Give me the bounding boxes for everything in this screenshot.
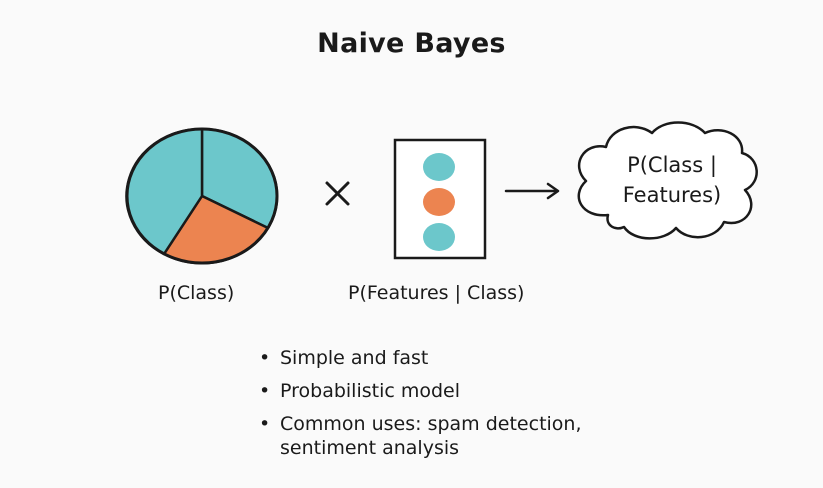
posterior-label: P(Class | Features)	[582, 150, 762, 210]
feature-dot-orange	[423, 188, 455, 216]
list-item: • Common uses: spam detection, sentiment…	[258, 412, 582, 460]
likelihood-label: P(Features | Class)	[348, 282, 525, 304]
feature-dot-teal-bottom	[423, 223, 455, 251]
pie-chart-icon	[125, 127, 279, 265]
bullet-icon: •	[259, 347, 271, 369]
posterior-line-2: Features)	[622, 183, 722, 207]
bullet-icon: •	[259, 413, 271, 435]
bullet-icon: •	[259, 380, 271, 402]
arrow-right-icon	[504, 182, 560, 200]
feature-dot-teal-top	[423, 153, 455, 181]
bullet-text-line-1: Common uses: spam detection,	[280, 413, 582, 435]
bullet-text-line-2: sentiment analysis	[280, 437, 460, 459]
bullet-text: Probabilistic model	[280, 380, 461, 402]
multiply-icon	[325, 181, 350, 206]
cloud-icon	[577, 121, 758, 240]
list-item: • Simple and fast	[258, 346, 582, 370]
bullet-list: • Simple and fast • Probabilistic model …	[258, 346, 582, 469]
list-item: • Probabilistic model	[258, 379, 582, 403]
prior-label: P(Class)	[158, 282, 235, 304]
page-title: Naive Bayes	[317, 28, 506, 59]
feature-card-icon	[393, 138, 487, 260]
posterior-line-1: P(Class |	[627, 153, 717, 177]
bullet-text: Simple and fast	[280, 347, 429, 369]
